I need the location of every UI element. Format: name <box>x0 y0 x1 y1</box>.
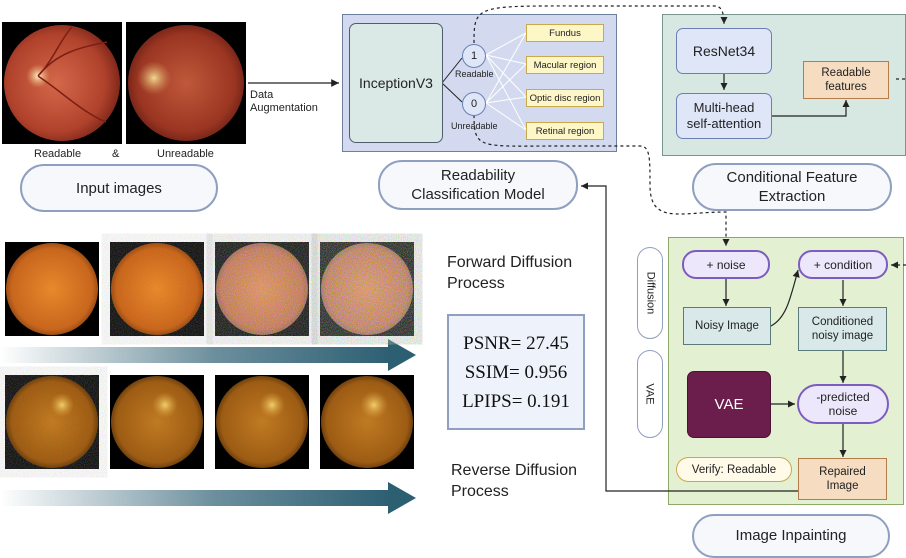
node-readable-label: Readable <box>455 69 494 79</box>
features-line2: features <box>825 81 867 93</box>
metrics-box: PSNR= 27.45 SSIM= 0.956 LPIPS= 0.191 <box>447 314 585 430</box>
feature-extraction-pill: Conditional Feature Extraction <box>692 163 892 211</box>
forward-image-3 <box>320 242 414 336</box>
add-noise-node: + noise <box>682 250 770 279</box>
repaired-to-classification-arrow <box>581 182 798 492</box>
vae-side-pill: VAE <box>637 350 663 438</box>
reverse-image-1 <box>110 375 204 469</box>
repaired-line1: Repaired <box>819 466 866 478</box>
classification-pill-line2: Classification Model <box>411 186 545 203</box>
forward-line1: Forward Diffusion <box>447 254 573 271</box>
node-region-edges <box>485 32 527 131</box>
forward-image-0 <box>5 242 99 336</box>
conditioned-line1: Conditioned <box>811 316 874 328</box>
add-condition-node: + condition <box>798 250 888 279</box>
forward-arrow-head <box>388 339 416 371</box>
node-unreadable: 0 <box>462 92 486 116</box>
node-unreadable-label: Unreadable <box>451 121 498 131</box>
reverse-diffusion-label: Reverse Diffusion Process <box>451 460 577 502</box>
region-macular: Macular region <box>526 56 604 74</box>
reverse-line2: Process <box>451 483 509 500</box>
readable-to-resnet-link <box>473 5 728 44</box>
resnet34-block: ResNet34 <box>676 28 772 74</box>
unreadable-caption: Unreadable <box>157 148 214 160</box>
image-inpainting-pill: Image Inpainting <box>692 514 890 558</box>
reverse-arrow-head <box>388 482 416 514</box>
and-caption: & <box>112 148 120 160</box>
psnr-value: PSNR= 27.45 <box>463 332 569 354</box>
diffusion-side-pill: Diffusion <box>637 247 663 339</box>
classification-pill: Readability Classification Model <box>378 160 578 210</box>
diffusion-side-label: Diffusion <box>644 271 657 315</box>
region-fundus: Fundus <box>526 24 604 42</box>
forward-diffusion-label: Forward Diffusion Process <box>447 252 572 294</box>
noisy-image-block: Noisy Image <box>683 307 771 345</box>
edge-inception-node1 <box>441 57 463 84</box>
repaired-image-block: Repaired Image <box>798 458 887 500</box>
conditioned-line2: noisy image <box>811 330 874 342</box>
predicted-line2: noise <box>828 404 858 418</box>
reverse-line1: Reverse Diffusion <box>451 462 577 479</box>
attention-to-features <box>770 100 850 117</box>
region-optic-disc: Optic disc region <box>526 89 604 107</box>
inceptionv3-block: InceptionV3 <box>349 23 443 143</box>
feature-pill-line1: Conditional Feature <box>726 169 858 186</box>
verify-readable-badge: Verify: Readable <box>676 457 792 482</box>
ssim-value: SSIM= 0.956 <box>464 361 568 383</box>
readable-features-block: Readable features <box>803 61 889 99</box>
augmentation-line2: Augmentation <box>250 102 318 114</box>
vae-block: VAE <box>687 371 771 438</box>
input-images-pill: Input images <box>20 164 218 212</box>
predicted-noise-node: -predicted noise <box>797 384 889 424</box>
unreadable-to-noise-link <box>473 114 730 246</box>
features-line1: Readable <box>821 67 871 79</box>
classification-pill-line1: Readability <box>440 167 516 184</box>
repaired-line2: Image <box>826 480 859 492</box>
augmentation-label: Data Augmentation <box>250 89 318 115</box>
forward-image-1 <box>110 242 204 336</box>
conditioned-noisy-block: Conditioned noisy image <box>798 307 887 351</box>
feature-pill-line2: Extraction <box>758 188 826 205</box>
forward-image-2 <box>215 242 309 336</box>
reverse-image-2 <box>215 375 309 469</box>
attention-block: Multi-head self-attention <box>676 93 772 139</box>
region-retinal: Retinal region <box>526 122 604 140</box>
attention-line1: Multi-head <box>693 100 755 115</box>
forward-arrow-shaft <box>0 347 390 363</box>
attention-line2: self-attention <box>686 116 762 131</box>
vae-side-label: VAE <box>643 383 656 405</box>
edge-inception-node0 <box>441 82 463 103</box>
readable-fundus-image <box>2 22 122 144</box>
unreadable-fundus-image <box>126 22 246 144</box>
augmentation-line1: Data <box>250 89 274 101</box>
node-readable: 1 <box>462 44 486 68</box>
lpips-value: LPIPS= 0.191 <box>462 390 570 412</box>
noisy-to-condition <box>770 269 800 327</box>
reverse-arrow-shaft <box>0 490 390 506</box>
readable-caption: Readable <box>34 148 82 160</box>
predicted-line1: -predicted <box>816 390 870 404</box>
reverse-image-0 <box>5 375 99 469</box>
reverse-image-3 <box>320 375 414 469</box>
forward-line2: Process <box>447 275 505 292</box>
